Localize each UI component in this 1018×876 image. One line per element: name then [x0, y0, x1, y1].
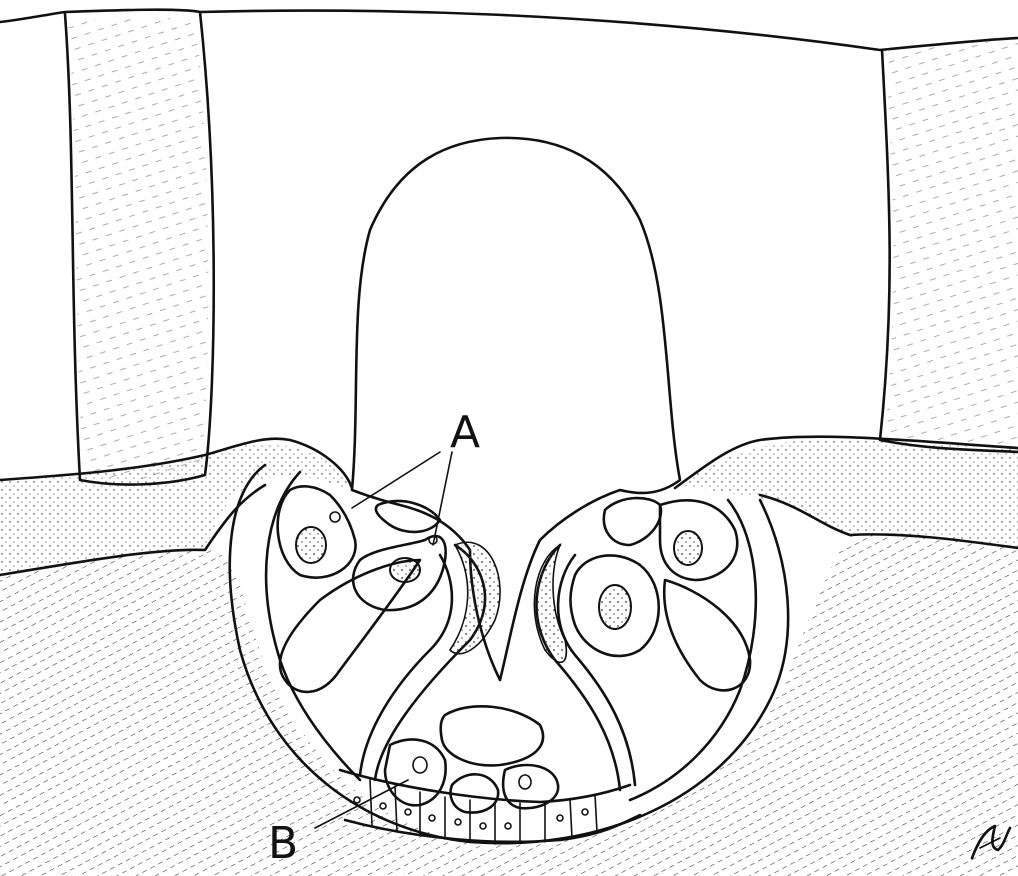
nucleus-left-upper	[296, 527, 326, 563]
cell-right-lower	[664, 580, 750, 690]
label-a-leader-2	[433, 452, 452, 545]
left-dotted-strip	[450, 542, 500, 653]
nucleolus-left-upper	[330, 512, 340, 522]
label-a-leader-1	[352, 452, 440, 508]
label-b: B	[268, 818, 298, 869]
nucleus-right-middle	[599, 585, 631, 629]
right-column-fill	[885, 40, 1018, 447]
base-nucleus-right	[519, 775, 531, 789]
label-a: A	[450, 407, 480, 458]
lower-tissue-region	[0, 534, 1018, 876]
cell-right-upper	[604, 498, 661, 545]
nucleus-right-outer	[674, 531, 702, 565]
base-cell-dotted	[441, 706, 543, 765]
base-nucleus-left	[413, 757, 427, 773]
left-column-fill	[68, 18, 209, 479]
base-cell-left	[385, 740, 446, 806]
left-duct-inner	[360, 555, 452, 775]
right-dotted-strip	[534, 545, 566, 662]
connective-band-right	[680, 440, 1018, 548]
